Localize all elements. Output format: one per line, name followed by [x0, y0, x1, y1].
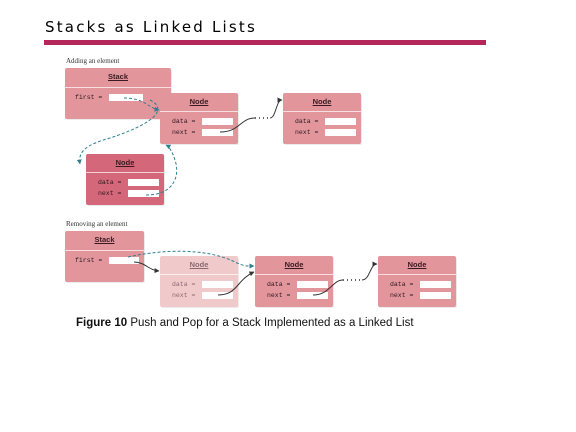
add-stack-divider	[65, 87, 171, 88]
add-node-2-next-field	[325, 129, 356, 136]
remove-popped-node: Node data = next =	[160, 256, 238, 307]
remove-node-2-data-field	[420, 281, 451, 288]
remove-old-first-arrow	[127, 250, 255, 269]
add-node-1-data-field	[202, 118, 233, 125]
remove-node-1-title: Node	[284, 260, 304, 269]
add-node-1-title: Node	[189, 97, 209, 106]
remove-stack-box: Stack first =	[65, 231, 144, 282]
figure-caption: Figure 10 Push and Pop for a Stack Imple…	[76, 317, 414, 329]
add-node-1-divider	[160, 111, 238, 112]
remove-node-2-next-label: next =	[390, 292, 414, 299]
add-new-node-next-arrow	[145, 144, 178, 196]
remove-popped-node-data-label: data =	[172, 281, 196, 288]
add-node-2: Node data = next =	[283, 93, 361, 144]
add-new-node-next-label: next =	[98, 190, 122, 197]
add-first-to-new-node-arrow	[76, 99, 159, 165]
add-chain-to-node-2-arrow	[269, 97, 283, 119]
add-node-1-data-label: data =	[172, 118, 196, 125]
remove-node-1-data-label: data =	[267, 281, 291, 288]
remove-node-1-next-arrow	[312, 279, 344, 296]
add-node-2-next-label: next =	[295, 129, 319, 136]
add-new-node-title: Node	[115, 158, 135, 167]
add-node-1-next-label: next =	[172, 129, 196, 136]
remove-popped-node-next-label: next =	[172, 292, 196, 299]
remove-section-label: Removing an element	[66, 220, 128, 228]
add-new-node-data-field	[128, 179, 159, 186]
add-new-node-divider	[86, 172, 164, 173]
add-new-node-data-label: data =	[98, 179, 122, 186]
add-node-2-title: Node	[312, 97, 332, 106]
remove-node-1-data-field	[297, 281, 328, 288]
remove-popped-node-data-field	[202, 281, 233, 288]
add-node-2-data-field	[325, 118, 356, 125]
add-section-label: Adding an element	[66, 57, 120, 65]
remove-popped-node-divider	[160, 274, 238, 275]
figure-caption-text: Push and Pop for a Stack Implemented as …	[127, 317, 414, 329]
remove-popped-next-arrow	[217, 271, 255, 296]
add-stack-box: Stack first =	[65, 68, 171, 119]
remove-stack-title: Stack	[94, 235, 115, 244]
remove-node-2-data-label: data =	[390, 281, 414, 288]
remove-stack-first-field	[109, 257, 139, 264]
remove-popped-node-next-field	[202, 292, 233, 299]
remove-node-1-next-label: next =	[267, 292, 291, 299]
add-old-first-arrow	[123, 97, 160, 112]
figure-number: Figure 10	[76, 317, 128, 329]
add-stack-title: Stack	[107, 72, 128, 81]
add-stack-first-field	[109, 94, 143, 101]
add-node-2-data-label: data =	[295, 118, 319, 125]
page-title: Stacks as Linked Lists	[45, 18, 258, 36]
add-node-1-next-arrow	[219, 117, 256, 133]
remove-chain-to-node-2-arrow	[361, 261, 378, 281]
remove-stack-first-label: first =	[75, 257, 103, 264]
remove-node-1-next-field	[297, 292, 328, 299]
remove-node-1-divider	[255, 274, 333, 275]
add-node-1: Node data = next =	[160, 93, 238, 144]
remove-node-2-divider	[378, 274, 456, 275]
remove-node-2-next-field	[420, 292, 451, 299]
title-rule	[44, 40, 486, 45]
remove-node-2-title: Node	[407, 260, 427, 269]
remove-node-2: Node data = next =	[378, 256, 456, 307]
remove-node-1: Node data = next =	[255, 256, 333, 307]
add-node-1-next-field	[202, 129, 233, 136]
add-new-node: Node data = next =	[86, 154, 164, 205]
remove-popped-node-title: Node	[189, 260, 209, 269]
add-stack-first-label: first =	[75, 94, 103, 101]
add-node-2-divider	[283, 111, 361, 112]
add-new-node-next-field	[128, 190, 159, 197]
remove-first-arrow	[133, 261, 160, 274]
remove-stack-divider	[65, 250, 144, 251]
